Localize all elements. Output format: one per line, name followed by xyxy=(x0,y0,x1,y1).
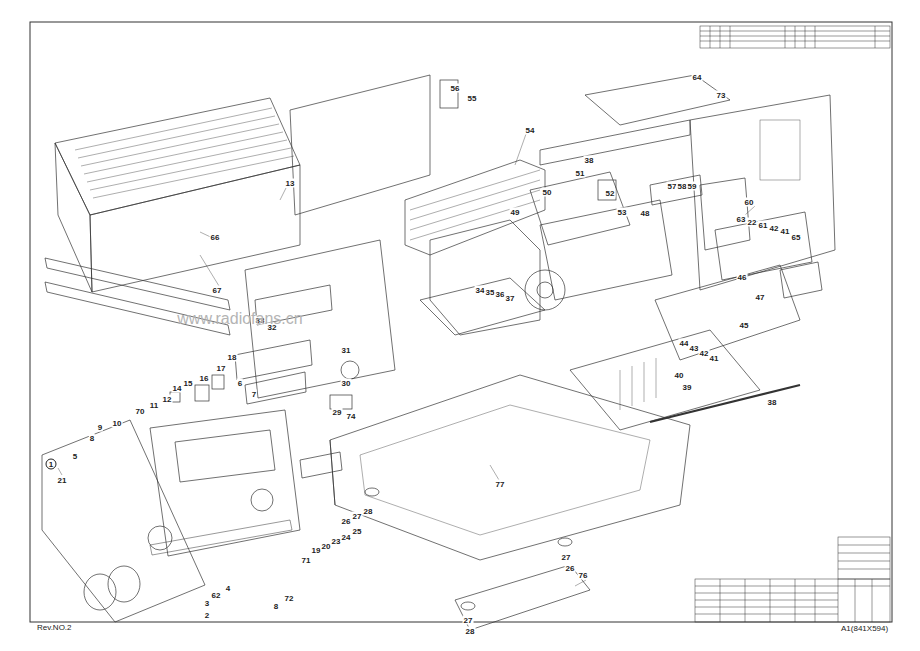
callout-number: 16 xyxy=(199,374,210,383)
callout-number: 55 xyxy=(467,94,478,103)
callout-number: 73 xyxy=(716,91,727,100)
callout-number: 9 xyxy=(97,423,103,432)
callout-number: 64 xyxy=(692,73,703,82)
callout-number: 6 xyxy=(237,379,243,388)
callout-number: 53 xyxy=(617,208,628,217)
callout-number: 72 xyxy=(284,594,295,603)
callout-number: 27 xyxy=(561,553,572,562)
callout-number: 59 xyxy=(687,182,698,191)
callout-number: 41 xyxy=(780,227,791,236)
callout-number: 51 xyxy=(575,169,586,178)
watermark: www.radiofans.cn xyxy=(176,314,303,323)
callout-number: 49 xyxy=(510,208,521,217)
sheet-note: Rev.NO.2 xyxy=(36,623,73,632)
callout-number: 48 xyxy=(640,209,651,218)
callout-number: 3 xyxy=(204,599,210,608)
callout-number: 32 xyxy=(267,323,278,332)
callout-number: 40 xyxy=(674,371,685,380)
callout-number: 15 xyxy=(183,379,194,388)
callout-number: 76 xyxy=(578,571,589,580)
callout-number: 10 xyxy=(112,419,123,428)
callout-number: 50 xyxy=(542,188,553,197)
callout-number: 4 xyxy=(225,584,231,593)
callout-number: 66 xyxy=(210,233,221,242)
callout-number: 42 xyxy=(769,224,780,233)
callout-number: 63 xyxy=(736,215,747,224)
callout-number: 22 xyxy=(747,218,758,227)
callout-number: 54 xyxy=(525,126,536,135)
callout-number: 26 xyxy=(341,517,352,526)
callout-number: 17 xyxy=(216,364,227,373)
callout-number: 38 xyxy=(767,398,778,407)
callout-number: 60 xyxy=(744,198,755,207)
callout-number: 77 xyxy=(495,480,506,489)
callout-number: 74 xyxy=(346,412,357,421)
callout-number: 41 xyxy=(709,354,720,363)
callout-number: 26 xyxy=(565,564,576,573)
callout-number: 14 xyxy=(172,384,183,393)
callout-number: 5 xyxy=(72,452,78,461)
callout-number: 61 xyxy=(758,221,769,230)
callout-number: 47 xyxy=(755,293,766,302)
callout-number: 31 xyxy=(341,346,352,355)
callout-number: 21 xyxy=(57,476,68,485)
callout-number: 18 xyxy=(227,353,238,362)
callout-number: 38 xyxy=(584,156,595,165)
sheet-note: A1(841X594) xyxy=(840,624,889,633)
callout-number: 62 xyxy=(211,591,222,600)
callout-number: 29 xyxy=(332,408,343,417)
callout-number: 28 xyxy=(465,627,476,636)
callout-number: 45 xyxy=(739,321,750,330)
callout-number: 28 xyxy=(363,507,374,516)
callout-number: 67 xyxy=(212,286,223,295)
callout-number: 71 xyxy=(301,556,312,565)
callout-number: 39 xyxy=(682,383,693,392)
callout-number: 8 xyxy=(273,602,279,611)
callout-number: 70 xyxy=(135,407,146,416)
callout-number: 8 xyxy=(89,434,95,443)
callout-number: 52 xyxy=(605,189,616,198)
callout-number: 13 xyxy=(285,179,296,188)
callout-number: 46 xyxy=(737,273,748,282)
callout-number: 25 xyxy=(352,527,363,536)
callout-number: 2 xyxy=(204,611,210,620)
callout-number: 56 xyxy=(450,84,461,93)
callout-number: 65 xyxy=(791,233,802,242)
callout-number: 11 xyxy=(149,401,159,410)
callout-number: 27 xyxy=(352,512,363,521)
callout-number: 37 xyxy=(505,294,516,303)
callout-number: 24 xyxy=(341,533,352,542)
callout-number: 27 xyxy=(463,616,474,625)
callout-number: 30 xyxy=(341,379,352,388)
callout-number: 7 xyxy=(251,390,257,399)
callout-number: 12 xyxy=(162,395,173,404)
callout-number: 1 xyxy=(46,459,57,470)
